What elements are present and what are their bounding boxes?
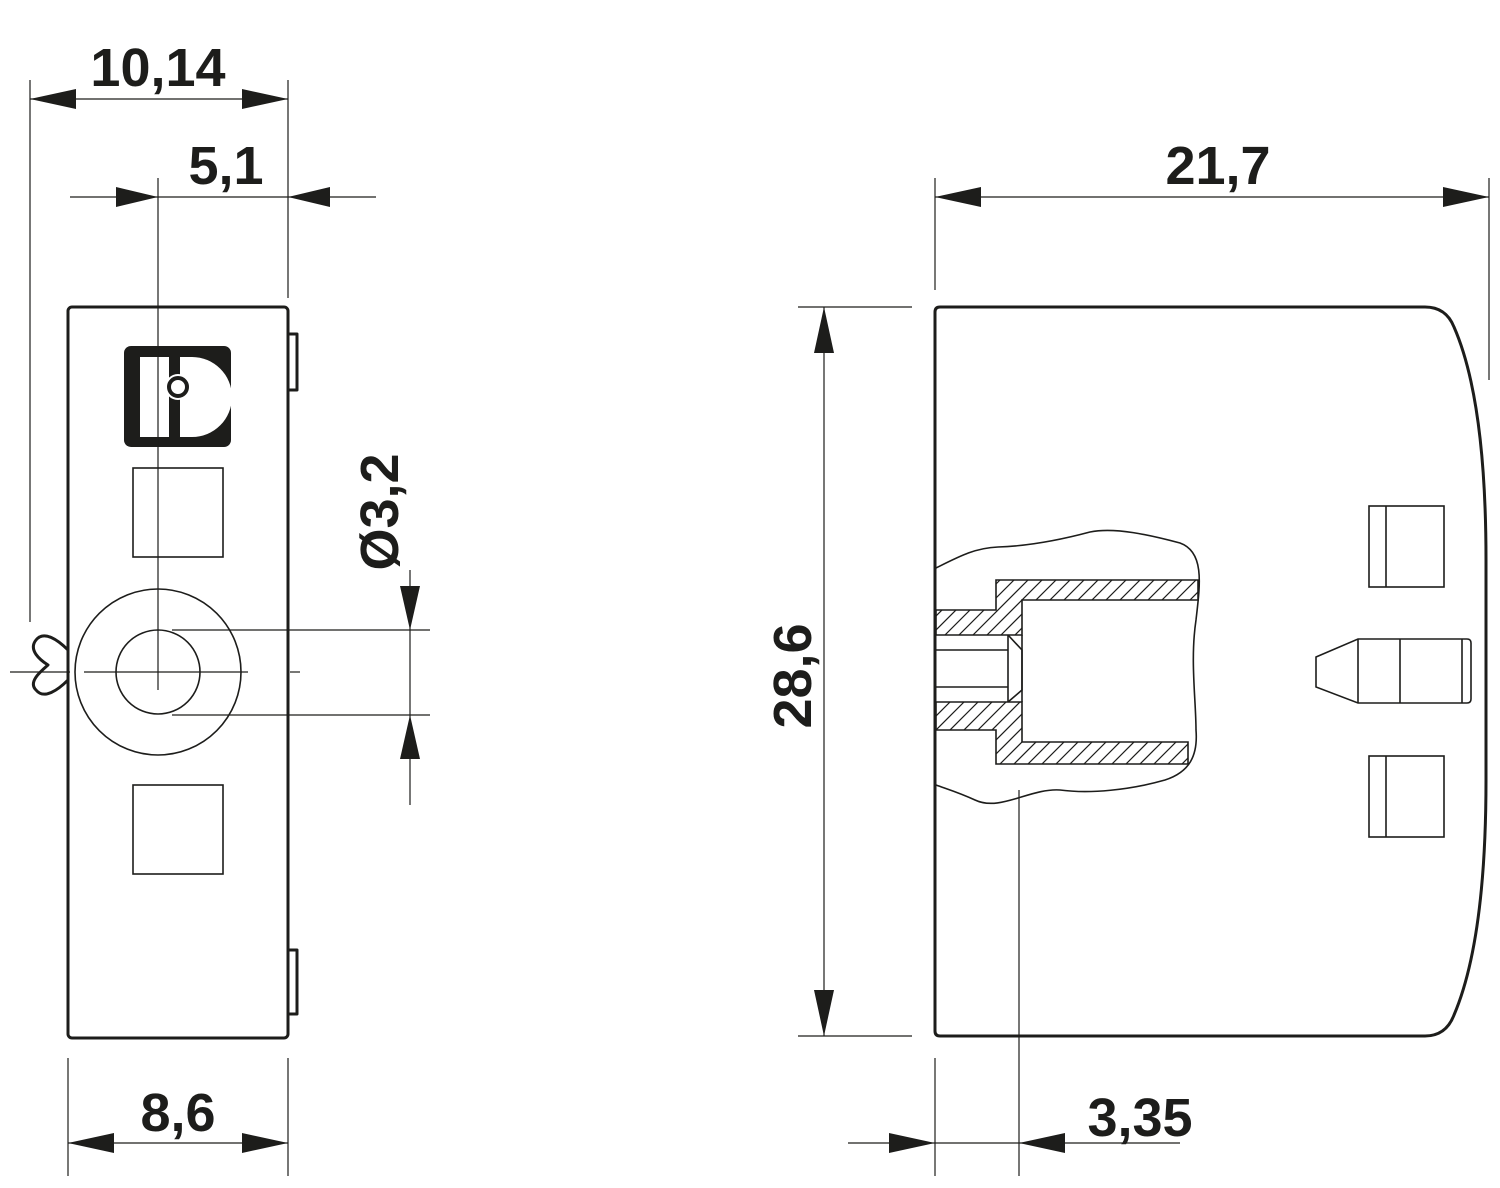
dim-width-total: 10,14: [90, 38, 225, 98]
dim-hole-diameter: Ø3,2: [350, 453, 410, 570]
side-view-square-lower: [132, 784, 224, 875]
side-view-tab-bottom: [288, 948, 299, 1016]
dim-hole-depth: 3,35: [1087, 1088, 1192, 1148]
front-view-slot-upper: [1368, 505, 1445, 588]
side-view: [10, 178, 300, 1040]
front-view-cutaway: [935, 529, 1201, 805]
dim-height: 28,6: [763, 623, 823, 728]
front-view-dimensions: 21,7 28,6 3,35: [763, 136, 1490, 1176]
front-view: [933, 305, 1488, 1176]
front-view-pin: [1315, 638, 1472, 704]
front-view-slot-lower: [1368, 755, 1445, 838]
dim-width-body: 8,6: [140, 1083, 215, 1143]
side-view-square-upper: [132, 467, 224, 558]
dim-length: 21,7: [1165, 136, 1270, 196]
side-view-nub: [31, 634, 70, 696]
dim-offset-center: 5,1: [188, 136, 263, 196]
front-view-body: [933, 305, 1488, 1038]
side-view-tab-top: [288, 332, 299, 392]
phoenix-contact-logo-icon: [124, 346, 232, 447]
side-view-dimensions: 10,14 5,1 Ø3,2 8,6: [29, 38, 430, 1176]
hatch-lower: [936, 702, 1188, 764]
